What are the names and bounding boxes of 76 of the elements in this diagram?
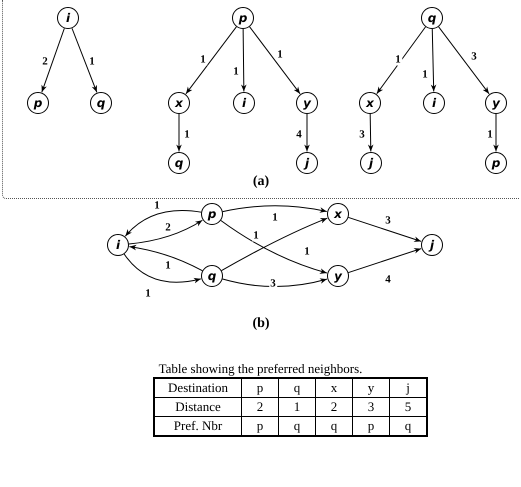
node-circle: i bbox=[107, 234, 129, 256]
arrow bbox=[493, 114, 499, 152]
arrow bbox=[71, 28, 98, 93]
table-cell: 1 bbox=[278, 398, 316, 416]
edge-label: 1 bbox=[394, 54, 402, 66]
edge-label: 4 bbox=[384, 274, 392, 286]
edge-label: 4 bbox=[295, 130, 303, 140]
arrow bbox=[438, 26, 490, 94]
arrow bbox=[41, 28, 65, 93]
node-circle: j bbox=[360, 152, 382, 174]
node-circle: p bbox=[27, 92, 49, 114]
edge-label: 1 bbox=[421, 70, 429, 80]
edge-label: 1 bbox=[153, 200, 161, 212]
arrow bbox=[124, 210, 202, 237]
table-cell: p bbox=[242, 378, 278, 398]
node-circle: y bbox=[327, 265, 349, 287]
edge-label: 1 bbox=[232, 66, 240, 78]
edge-label: 1 bbox=[303, 246, 311, 258]
node-circle: i bbox=[233, 92, 255, 114]
table-cell: y bbox=[352, 378, 390, 398]
edge-label: 1 bbox=[164, 260, 172, 272]
table-caption: Table showing the preferred neighbors. bbox=[158, 361, 362, 377]
table-cell: x bbox=[316, 378, 352, 398]
arrow bbox=[222, 278, 328, 288]
edge-label: 1 bbox=[199, 54, 207, 66]
node-circle: x bbox=[359, 92, 381, 114]
table-cell: 2 bbox=[242, 398, 278, 416]
arrow bbox=[124, 254, 202, 284]
edge-label: 3 bbox=[269, 278, 277, 290]
node-circle: p bbox=[201, 203, 223, 225]
node-circle: y bbox=[296, 92, 318, 114]
node-circle: q bbox=[201, 265, 223, 287]
edge-label: 2 bbox=[41, 56, 49, 68]
node-circle: i bbox=[423, 92, 445, 114]
part-label: (a) bbox=[252, 174, 270, 190]
node-circle: j bbox=[421, 234, 443, 256]
arrow bbox=[128, 244, 203, 272]
arrow bbox=[348, 248, 422, 274]
edge-label: 3 bbox=[358, 130, 366, 140]
arrow bbox=[222, 205, 328, 213]
arrow bbox=[240, 28, 247, 92]
edge-label: 1 bbox=[144, 288, 152, 300]
arrow bbox=[304, 114, 310, 152]
node-circle: x bbox=[168, 92, 190, 114]
arrow bbox=[249, 26, 301, 94]
arrow bbox=[348, 216, 422, 242]
node-circle: q bbox=[421, 7, 443, 29]
arrow bbox=[376, 26, 426, 94]
node-circle: q bbox=[90, 92, 112, 114]
table-cell: Distance bbox=[154, 398, 242, 416]
node-circle: p bbox=[485, 152, 507, 174]
node-circle: x bbox=[327, 203, 349, 225]
node-circle: j bbox=[296, 152, 318, 174]
edge-label: 1 bbox=[271, 212, 279, 224]
edge-label: 2 bbox=[164, 222, 172, 234]
edge-label: 1 bbox=[252, 230, 260, 242]
arrow bbox=[185, 26, 237, 94]
node-circle: i bbox=[57, 7, 79, 29]
node-circle: p bbox=[232, 7, 254, 29]
node-circle: q bbox=[168, 152, 190, 174]
edge-label: 3 bbox=[470, 52, 478, 62]
arrow bbox=[430, 28, 436, 92]
part-label: (b) bbox=[252, 316, 270, 332]
edge-label: 3 bbox=[384, 216, 392, 226]
edge-label: 1 bbox=[276, 50, 284, 60]
edge-label: 1 bbox=[486, 130, 494, 140]
arrow bbox=[128, 220, 203, 244]
arrow bbox=[176, 114, 182, 152]
arrow bbox=[368, 114, 374, 152]
edge-label: 1 bbox=[88, 56, 96, 68]
table-cell: q bbox=[278, 378, 316, 398]
table-cell: Destination bbox=[154, 378, 242, 398]
table-cell: 3 bbox=[352, 398, 390, 416]
edge-label: 1 bbox=[183, 130, 191, 140]
node-circle: y bbox=[485, 92, 507, 114]
table-cell: 2 bbox=[316, 398, 352, 416]
